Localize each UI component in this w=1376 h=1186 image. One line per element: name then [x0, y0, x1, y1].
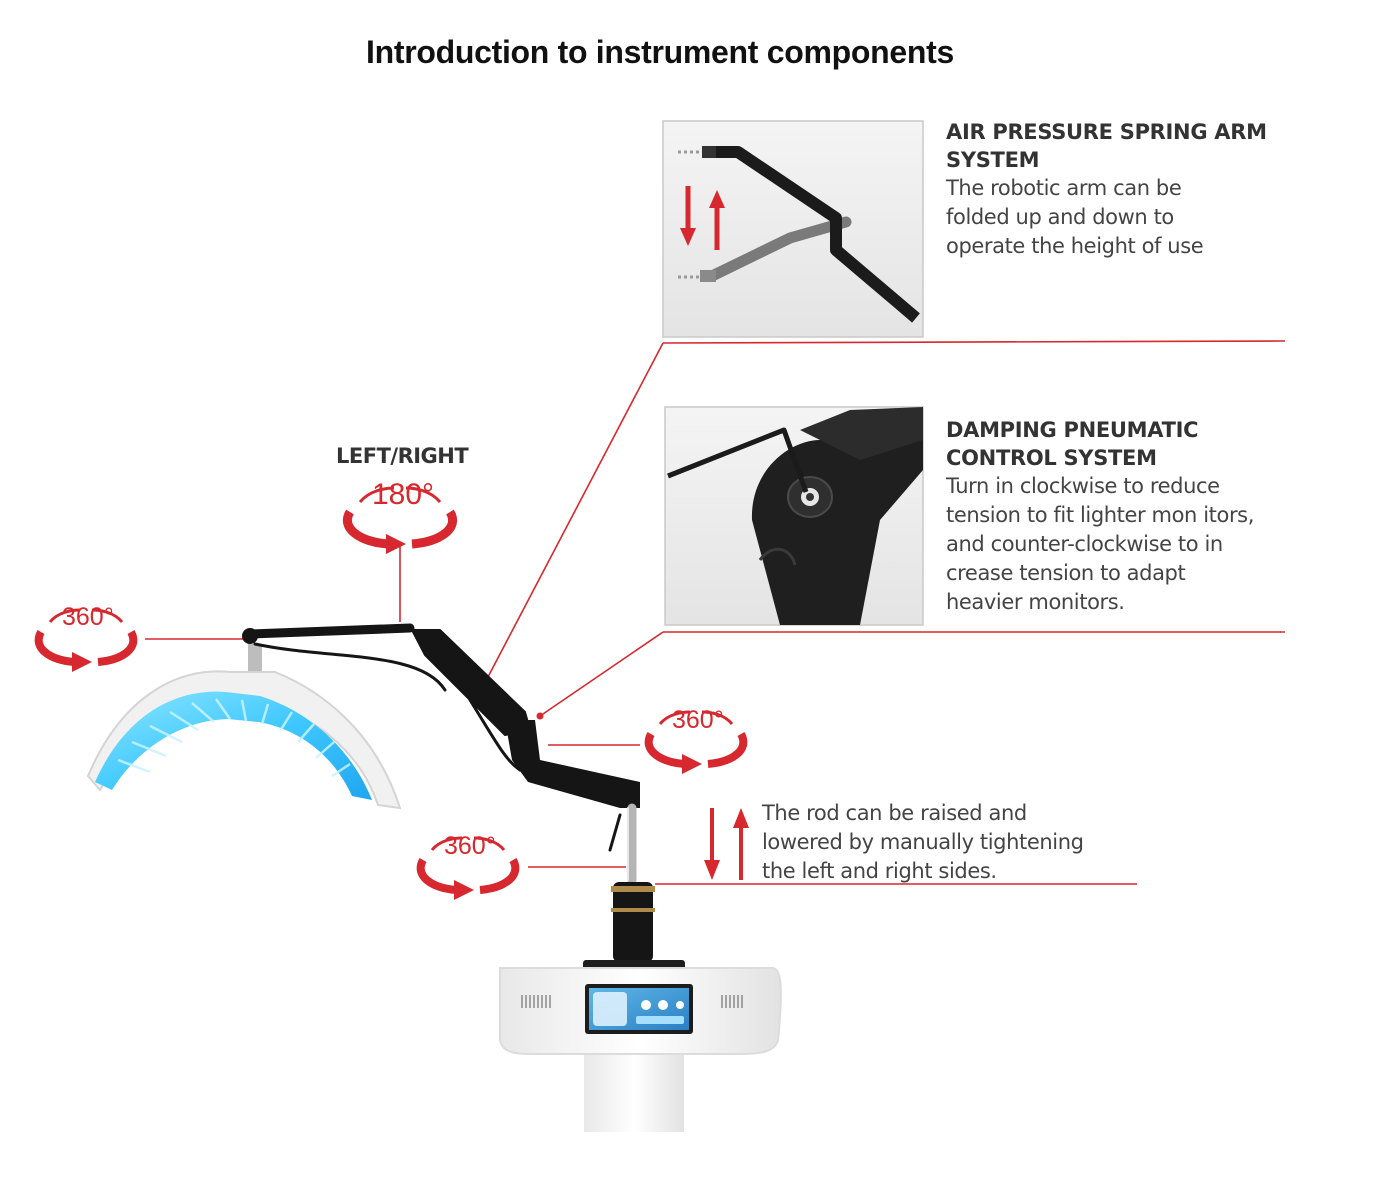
damping-system-body: Turn in clockwise to reduce tension to f…	[946, 474, 1254, 614]
left-right-label: LEFT/RIGHT	[336, 444, 469, 468]
arm-detail-photo	[662, 120, 924, 338]
rotation-arrow-icon-joint	[644, 710, 748, 774]
rotation-arrow-icon-panel	[34, 608, 138, 672]
rotation-arrow-icon-top	[343, 486, 457, 554]
damping-system-heading: DAMPING PNEUMATIC CONTROL SYSTEM	[946, 418, 1199, 470]
rotation-arrow-icon-base	[416, 836, 520, 900]
led-panel	[86, 644, 402, 810]
joint-rotation-degrees: 360°	[672, 706, 724, 734]
top-rotation-degrees: 180°	[372, 478, 435, 511]
arm-system-body: The robotic arm can be folded up and dow…	[946, 176, 1204, 258]
panel-rotation-degrees: 360°	[62, 603, 114, 631]
arm-system-heading: AIR PRESSURE SPRING ARM SYSTEM	[946, 120, 1267, 172]
damping-system-description: DAMPING PNEUMATIC CONTROL SYSTEM Turn in…	[946, 416, 1356, 617]
leader-lines	[145, 340, 1286, 885]
rod-up-down-arrow-icon	[704, 808, 749, 880]
damping-detail-photo	[664, 406, 924, 626]
rod-description: The rod can be raised and lowered by man…	[762, 801, 1084, 883]
up-down-arrow-icon	[680, 186, 725, 250]
articulated-arm	[242, 623, 640, 885]
base-unit	[499, 882, 782, 1132]
base-rotation-degrees: 360°	[444, 832, 496, 860]
page-title: Introduction to instrument components	[366, 34, 954, 70]
arm-system-description: AIR PRESSURE SPRING ARM SYSTEM The robot…	[946, 118, 1346, 261]
